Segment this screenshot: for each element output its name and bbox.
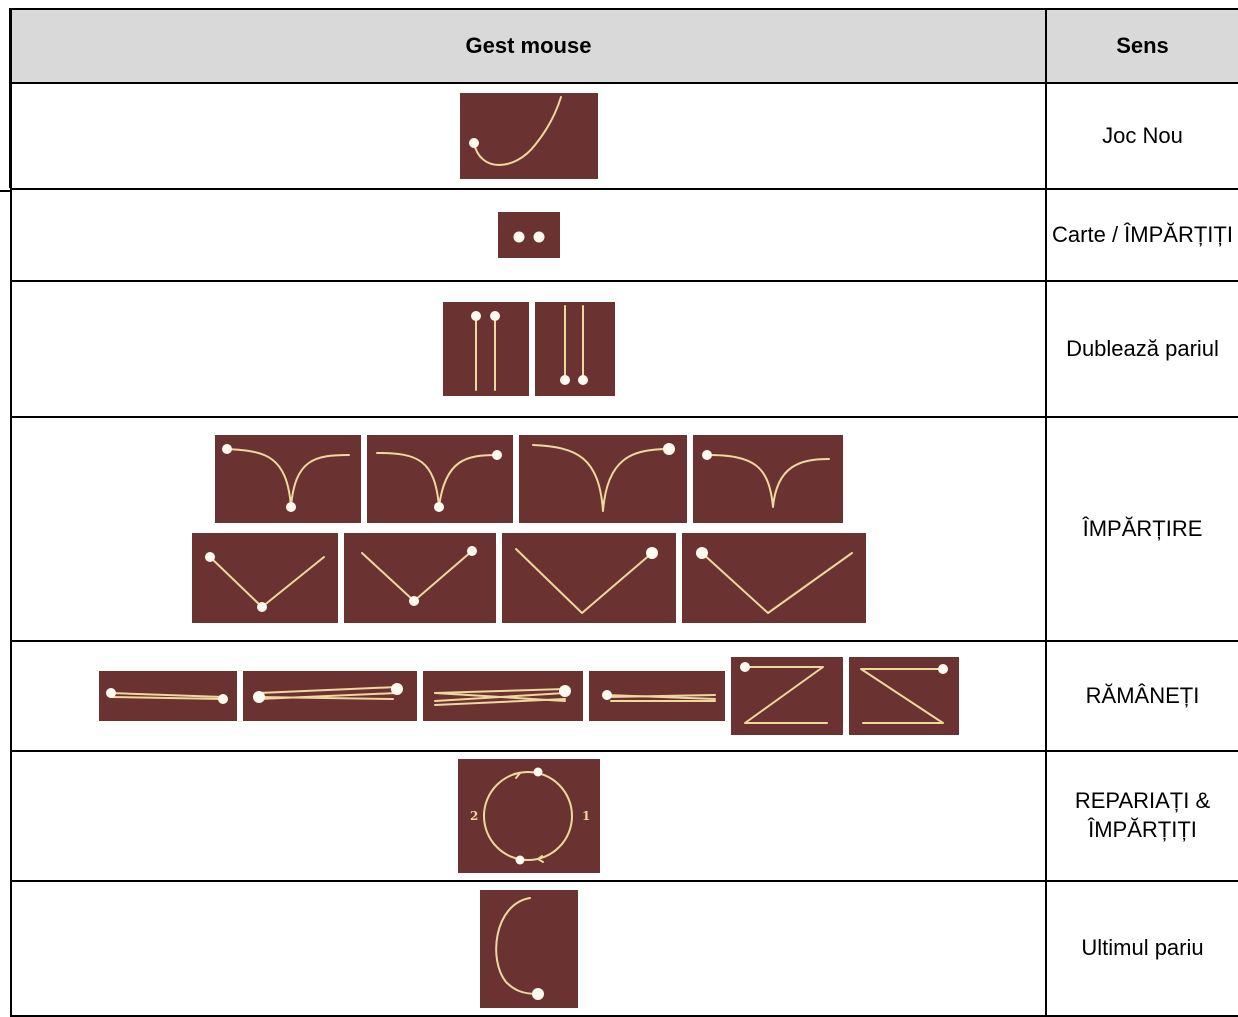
table-row: ÎMPĂRȚIRE xyxy=(10,416,1238,642)
curved-v-gesture-icon xyxy=(692,435,843,523)
gesture-cell xyxy=(10,416,1047,642)
gesture-cell xyxy=(10,82,1047,190)
table-row: RĂMÂNEȚI xyxy=(10,640,1238,752)
meaning-cell: REPARIAȚI & ÎMPĂRȚIȚI xyxy=(1045,750,1238,882)
table-row: 2 1 REPARIAȚI & ÎMPĂRȚIȚI xyxy=(10,750,1238,882)
c-gesture-icon xyxy=(479,889,578,1008)
gesture-cell xyxy=(10,880,1047,1017)
table-header-row: Gest mouse Sens xyxy=(10,8,1238,84)
curved-v-gesture-icon xyxy=(518,435,687,523)
horizontal-line-gesture-icon xyxy=(588,671,725,721)
z-gesture-icon xyxy=(848,657,959,735)
gesture-cell xyxy=(10,280,1047,418)
hook-up-right-gesture-icon xyxy=(459,93,598,179)
meaning-cell: ÎMPĂRȚIRE xyxy=(1045,416,1238,642)
table-row: Carte / ÎMPĂRȚIȚI xyxy=(10,188,1238,282)
meaning-cell: Joc Nou xyxy=(1045,82,1238,190)
meaning-cell: Dublează pariul xyxy=(1045,280,1238,418)
gesture-cell xyxy=(10,640,1047,752)
z-gesture-icon xyxy=(730,657,843,735)
curved-v-gesture-icon xyxy=(214,435,361,523)
double-dot-gesture-icon xyxy=(497,212,560,258)
horizontal-line-gesture-icon xyxy=(242,671,417,721)
two-lines-up-gesture-icon xyxy=(534,302,615,396)
meaning-cell: RĂMÂNEȚI xyxy=(1045,640,1238,752)
header-gesture: Gest mouse xyxy=(10,8,1047,84)
meaning-cell: Ultimul pariu xyxy=(1045,880,1238,1017)
circle-label-2: 2 xyxy=(470,809,478,823)
two-lines-down-gesture-icon xyxy=(442,302,529,396)
meaning-cell: Carte / ÎMPĂRȚIȚI xyxy=(1045,188,1238,282)
gesture-cell: 2 1 xyxy=(10,750,1047,882)
table-row: Ultimul pariu xyxy=(10,880,1238,1017)
circle-gesture-icon: 2 1 xyxy=(457,759,600,873)
v-gesture-icon xyxy=(501,533,676,623)
mouse-gesture-table: Gest mouse Sens Joc Nou xyxy=(10,8,1238,1017)
v-gesture-icon xyxy=(681,533,866,623)
v-gesture-icon xyxy=(191,533,338,623)
curved-v-gesture-icon xyxy=(366,435,513,523)
left-margin-rule xyxy=(0,8,11,1015)
table-row: Joc Nou xyxy=(10,82,1238,190)
table-row: Dublează pariul xyxy=(10,280,1238,418)
v-gesture-icon xyxy=(343,533,496,623)
gesture-cell xyxy=(10,188,1047,282)
horizontal-line-gesture-icon xyxy=(98,671,237,721)
header-meaning: Sens xyxy=(1045,8,1238,84)
circle-label-1: 1 xyxy=(582,809,590,823)
horizontal-line-gesture-icon xyxy=(422,671,583,721)
